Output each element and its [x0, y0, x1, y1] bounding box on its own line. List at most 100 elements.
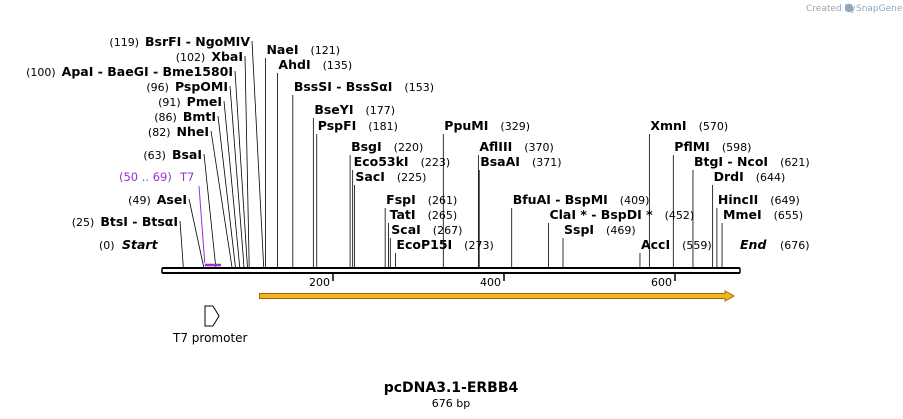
- site-position-drdi: (644): [756, 171, 786, 184]
- credit-brand: SnapGene: [856, 4, 903, 14]
- site-label-btgi-ncoi[interactable]: BtgI - NcoI: [694, 154, 768, 169]
- site-label-nhei[interactable]: NheI: [177, 124, 210, 139]
- site-leader-lines: [179, 40, 723, 269]
- site-label-mmei[interactable]: MmeI: [723, 207, 762, 222]
- site-label-bsaai[interactable]: BsaAI: [480, 154, 520, 169]
- site-position-hincii: (649): [770, 194, 800, 207]
- site-label-xbai[interactable]: XbaI: [211, 49, 243, 64]
- site-position-ecop15i: (273): [464, 239, 494, 252]
- site-position-bsgi: (220): [394, 141, 424, 154]
- site-position-clai-bspdi: (452): [665, 209, 695, 222]
- site-label-scai[interactable]: ScaI: [391, 222, 421, 237]
- site-label-bseyi[interactable]: BseYI: [314, 102, 353, 117]
- site-leader-pspomi: [229, 85, 245, 269]
- site-labels: BsrFI - NgoMIV (119) XbaI (102)ApaI - BaeGI…: [26, 34, 810, 252]
- site-label-pflmi[interactable]: PflMI: [674, 139, 710, 154]
- site-position-eco53ki: (223): [421, 156, 451, 169]
- site-position-bmti: (86): [154, 111, 177, 124]
- site-position-bfuai-bspmi: (409): [620, 194, 650, 207]
- site-position-fspi: (261): [428, 194, 458, 207]
- site-label-asei[interactable]: AseI: [157, 192, 187, 207]
- t7-primer-range: (50 .. 69): [119, 170, 172, 184]
- site-position-xmni: (570): [699, 120, 729, 133]
- site-position-tati: (265): [428, 209, 458, 222]
- end-label[interactable]: End: [740, 237, 767, 252]
- site-position-scai: (267): [433, 224, 463, 237]
- site-label-tati[interactable]: TatI: [390, 207, 416, 222]
- site-label-clai-bspdi[interactable]: ClaI * - BspDI *: [549, 207, 653, 222]
- site-position-bseyi: (177): [365, 104, 395, 117]
- insert-feature-arrow[interactable]: [258, 290, 736, 302]
- site-label-acci[interactable]: AccI: [641, 237, 670, 252]
- site-leader-bmti: [217, 115, 236, 269]
- start-label[interactable]: Start: [122, 237, 159, 252]
- site-leader-pmei: [223, 100, 241, 269]
- ruler-tick-label-400: 400: [480, 276, 501, 289]
- site-label-bfuai-bspmi[interactable]: BfuAI - BspMI: [513, 192, 608, 207]
- site-leader-xbai: [244, 55, 250, 269]
- site-label-bsrfi-ngomiv[interactable]: BsrFI - NgoMIV: [145, 34, 250, 49]
- site-label-pspomi[interactable]: PspOMI: [175, 79, 228, 94]
- site-label-bsgi[interactable]: BsgI: [351, 139, 382, 154]
- site-position-naei: (121): [310, 44, 340, 57]
- site-position-pmei: (91): [158, 96, 181, 109]
- site-label-xmni[interactable]: XmnI: [650, 118, 686, 133]
- site-position-bsrfi-ngomiv: (119): [109, 36, 139, 49]
- start-position: (0): [99, 239, 115, 252]
- site-position-pflmi: (598): [722, 141, 752, 154]
- site-label-afliii[interactable]: AflIII: [479, 139, 512, 154]
- site-label-ppumi[interactable]: PpuMI: [444, 118, 488, 133]
- site-position-sspi: (469): [606, 224, 636, 237]
- site-label-apai-baegi-bme1580i[interactable]: ApaI - BaeGI - Bme1580I: [62, 64, 233, 79]
- site-position-bsaai: (371): [532, 156, 562, 169]
- plasmid-name: pcDNA3.1-ERBB4: [384, 380, 519, 396]
- site-position-asei: (49): [128, 194, 151, 207]
- ruler-tick-label-200: 200: [309, 276, 330, 289]
- site-leader-bsrfi-ngomiv: [251, 40, 265, 269]
- t7-promoter-arrow-icon[interactable]: [204, 305, 220, 327]
- t7-primer-label[interactable]: T7: [179, 170, 194, 184]
- site-position-mmei: (655): [774, 209, 804, 222]
- site-label-hincii[interactable]: HincII: [718, 192, 758, 207]
- t7-primer-leader: [198, 185, 206, 264]
- site-label-bmti[interactable]: BmtI: [183, 109, 216, 124]
- site-leader-apai-baegi-bme1580i: [234, 70, 248, 269]
- site-position-xbai: (102): [176, 51, 206, 64]
- site-label-fspi[interactable]: FspI: [386, 192, 416, 207]
- site-label-pspfi[interactable]: PspFI: [318, 118, 357, 133]
- site-position-pspomi: (96): [146, 81, 169, 94]
- site-label-ecop15i[interactable]: EcoP15I: [396, 237, 452, 252]
- site-label-pmei[interactable]: PmeI: [187, 94, 222, 109]
- credit-text: Created by: [806, 4, 856, 14]
- site-position-pspfi: (181): [368, 120, 398, 133]
- site-position-nhei: (82): [148, 126, 171, 139]
- site-label-ahdi[interactable]: AhdI: [278, 57, 310, 72]
- t7-promoter-label[interactable]: T7 promoter: [172, 331, 248, 345]
- end-position: (676): [780, 239, 810, 252]
- site-label-drdi[interactable]: DrdI: [714, 169, 744, 184]
- site-position-btsi-btsαi: (25): [72, 216, 95, 229]
- site-position-bsai: (63): [143, 149, 166, 162]
- site-label-bsai[interactable]: BsaI: [172, 147, 202, 162]
- site-leader-bsai: [203, 153, 217, 269]
- site-label-btsi-btsαi[interactable]: BtsI - BtsαI: [100, 214, 178, 229]
- site-position-btgi-ncoi: (621): [780, 156, 810, 169]
- site-position-ppumi: (329): [500, 120, 530, 133]
- site-leader-asei: [188, 198, 205, 269]
- plasmid-size: 676 bp: [432, 397, 470, 410]
- site-position-saci: (225): [397, 171, 427, 184]
- site-leader-btsi-btsαi: [179, 220, 184, 269]
- site-label-eco53ki[interactable]: Eco53kI: [354, 154, 409, 169]
- site-label-naei[interactable]: NaeI: [266, 42, 298, 57]
- snapgene-logo-icon: [844, 3, 854, 13]
- ruler-tick-label-600: 600: [651, 276, 672, 289]
- site-position-ahdi: (135): [323, 59, 353, 72]
- site-position-afliii: (370): [524, 141, 554, 154]
- site-label-sspi[interactable]: SspI: [564, 222, 594, 237]
- site-position-apai-baegi-bme1580i: (100): [26, 66, 56, 79]
- ruler-ticks: 200 400 600: [309, 274, 676, 289]
- site-label-bsssi-bsssαi[interactable]: BssSI - BssSαI: [294, 79, 393, 94]
- site-label-saci[interactable]: SacI: [355, 169, 385, 184]
- site-position-acci: (559): [682, 239, 712, 252]
